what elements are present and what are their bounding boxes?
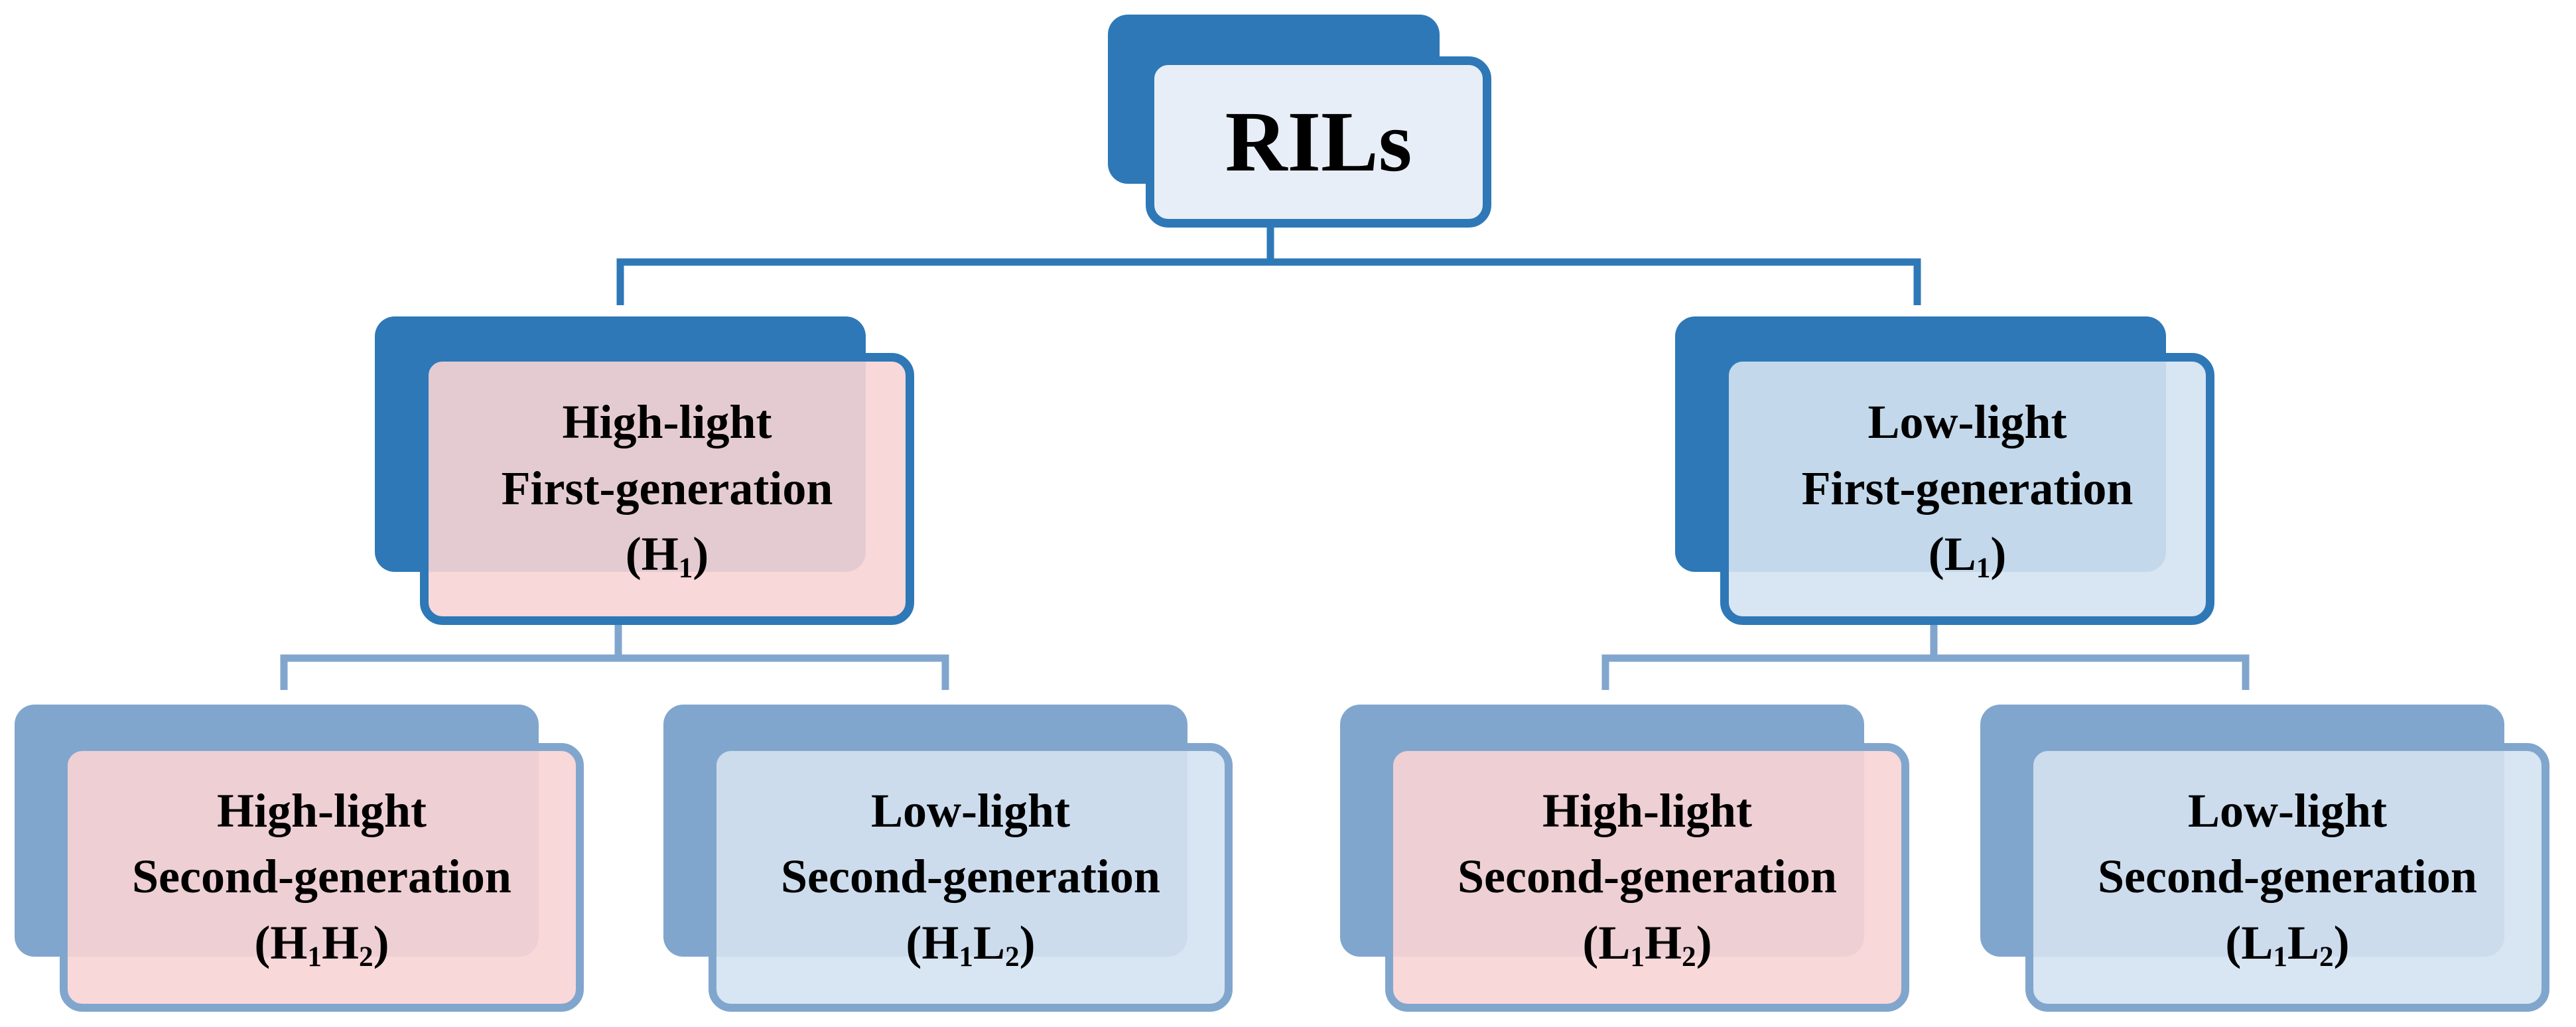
first-generation-node-h1: High-light First-generation (H1) — [375, 316, 925, 635]
root-label: RILs — [1225, 94, 1412, 190]
node-box: Low-light Second-generation (L1L2) — [2025, 743, 2549, 1012]
second-generation-node-l1l2: Low-light Second-generation (L1L2) — [1980, 705, 2551, 1016]
node-line2: Second-generation — [132, 850, 511, 904]
first-generation-node-l1: Low-light First-generation (L1) — [1675, 316, 2226, 635]
node-line1: Low-light — [870, 784, 1071, 837]
node-line1: Low-light — [1867, 395, 2067, 449]
node-code: (H1) — [625, 527, 709, 584]
node-code: (L1) — [1928, 527, 2007, 584]
node-code: (L1L2) — [2225, 916, 2350, 973]
node-line2: Second-generation — [781, 850, 1160, 904]
node-line2: First-generation — [501, 461, 833, 515]
node-box: High-light Second-generation (H1H2) — [60, 743, 584, 1012]
l1-connector — [1601, 624, 2250, 690]
node-code: (L1H2) — [1582, 916, 1712, 973]
root-node-box: RILs — [1146, 56, 1491, 228]
node-box: High-light Second-generation (L1H2) — [1385, 743, 1909, 1012]
node-box: Low-light Second-generation (H1L2) — [709, 743, 1233, 1012]
second-generation-node-l1h2: High-light Second-generation (L1H2) — [1340, 705, 1911, 1016]
root-node: RILs — [1108, 15, 1506, 234]
node-line1: High-light — [216, 784, 427, 837]
second-generation-node-h1l2: Low-light Second-generation (H1L2) — [663, 705, 1234, 1016]
node-code: (H1H2) — [254, 916, 389, 973]
h1-connector — [280, 624, 949, 690]
node-line1: High-light — [562, 395, 772, 449]
node-box: High-light First-generation (H1) — [420, 353, 914, 625]
node-line2: Second-generation — [1457, 850, 1837, 904]
node-line2: First-generation — [1801, 461, 2134, 515]
node-line1: High-light — [1542, 784, 1753, 837]
node-code: (H1L2) — [906, 916, 1036, 973]
second-generation-node-h1h2: High-light Second-generation (H1H2) — [15, 705, 585, 1016]
node-box: Low-light First-generation (L1) — [1720, 353, 2214, 625]
node-line2: Second-generation — [2098, 850, 2477, 904]
node-line1: Low-light — [2187, 784, 2388, 837]
